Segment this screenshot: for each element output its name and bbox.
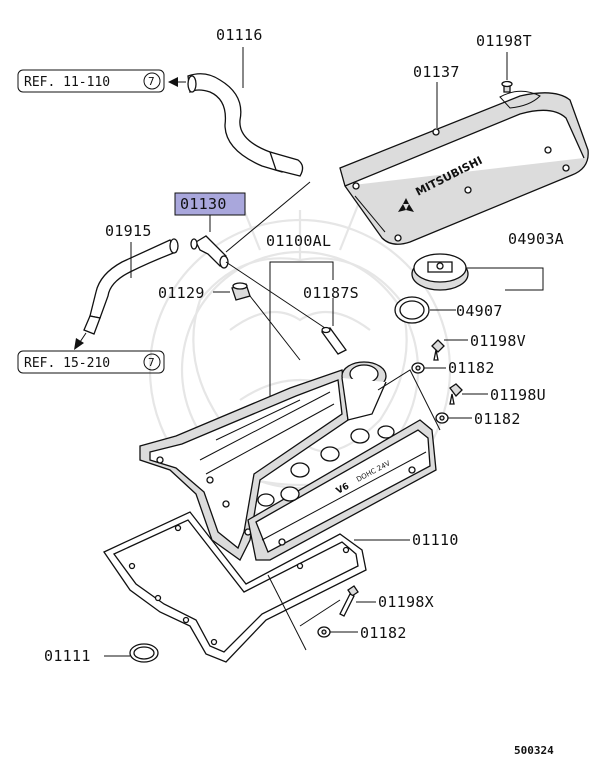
label-01137[interactable]: 01137: [413, 63, 460, 81]
label-01187S[interactable]: 01187S: [303, 284, 359, 302]
label-01915[interactable]: 01915: [105, 222, 152, 240]
label-01182-a[interactable]: 01182: [448, 359, 495, 377]
pcv-valve-01130[interactable]: [190, 235, 229, 269]
seal-01111[interactable]: [129, 643, 159, 663]
arrow-head-icon: [74, 338, 84, 350]
ref-15-210-num: 7: [148, 356, 155, 369]
label-01182-c[interactable]: 01182: [360, 624, 407, 642]
washer-01182-a[interactable]: [411, 362, 425, 374]
label-01130[interactable]: 01130: [180, 195, 227, 213]
label-01198X[interactable]: 01198X: [378, 593, 434, 611]
leader-line: [249, 295, 301, 361]
grommet-01129[interactable]: [231, 282, 251, 301]
bolt-01198X[interactable]: [339, 585, 359, 617]
label-01198T[interactable]: 01198T: [476, 32, 532, 50]
leader-line: [225, 181, 311, 253]
label-01100AL[interactable]: 01100AL: [266, 232, 331, 250]
ref-15-210-text: REF. 15-210: [24, 356, 110, 371]
label-01198U[interactable]: 01198U: [490, 386, 546, 404]
hose-01915[interactable]: [83, 238, 179, 335]
label-01129[interactable]: 01129: [158, 284, 205, 302]
gasket-04907[interactable]: [394, 296, 430, 324]
label-01110[interactable]: 01110: [412, 531, 459, 549]
label-01111[interactable]: 01111: [44, 647, 91, 665]
leader-line: [225, 261, 326, 329]
label-04907[interactable]: 04907: [456, 302, 503, 320]
gasket-set[interactable]: [103, 511, 367, 663]
mitsubishi-logo-icon: [398, 198, 414, 212]
ref-11-110[interactable]: REF. 11-110 7: [17, 69, 165, 93]
washer-01182-b[interactable]: [435, 412, 449, 424]
ref-11-110-text: REF. 11-110: [24, 75, 110, 90]
oil-cap-04903A[interactable]: [411, 253, 469, 291]
valve-cover-assembly[interactable]: V6 DOHC 24V: [139, 361, 437, 561]
hose-01116[interactable]: [187, 73, 304, 177]
ref-15-210[interactable]: REF. 15-210 7: [17, 350, 165, 374]
diagram-code: 500324: [514, 744, 554, 757]
bolt-01198V[interactable]: [431, 339, 445, 361]
label-01198V[interactable]: 01198V: [470, 332, 526, 350]
label-04903A[interactable]: 04903A: [508, 230, 564, 248]
pipe-01187S[interactable]: [321, 326, 347, 355]
leader-line: [267, 574, 307, 651]
label-01182-b[interactable]: 01182: [474, 410, 521, 428]
ref-11-110-num: 7: [148, 75, 155, 88]
bolt-01198T[interactable]: [501, 80, 513, 93]
washer-01182-c[interactable]: [317, 626, 331, 638]
leader-line: [299, 599, 341, 627]
label-01116[interactable]: 01116: [216, 26, 263, 44]
arrow-head-icon: [168, 77, 178, 87]
bolt-01198U[interactable]: [449, 383, 463, 405]
rocker-cover-01137[interactable]: MITSUBISHI: [339, 90, 589, 245]
